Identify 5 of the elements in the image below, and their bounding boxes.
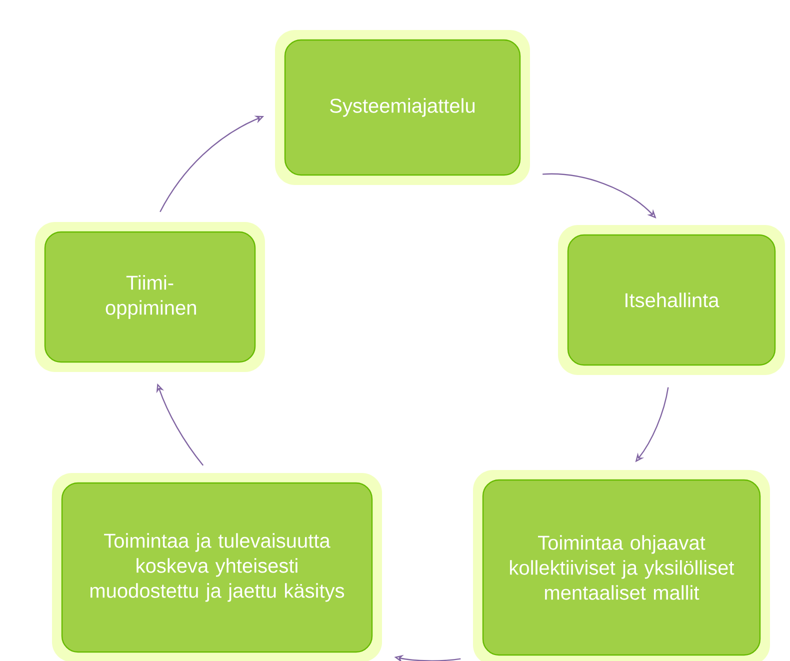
- process-box: Itsehallinta: [558, 225, 785, 375]
- process-box: Tiimi- oppiminen: [35, 222, 265, 372]
- process-box: Systeemiajattelu: [275, 30, 530, 185]
- process-box: Toimintaa ja tulevaisuutta koskeva yhteisesti muodostettu ja jaettu käsitys: [52, 472, 382, 661]
- process-box: Toimintaa ohjaavat kollektiiviset ja yksilölliset mentaaliset mallit: [473, 470, 770, 661]
